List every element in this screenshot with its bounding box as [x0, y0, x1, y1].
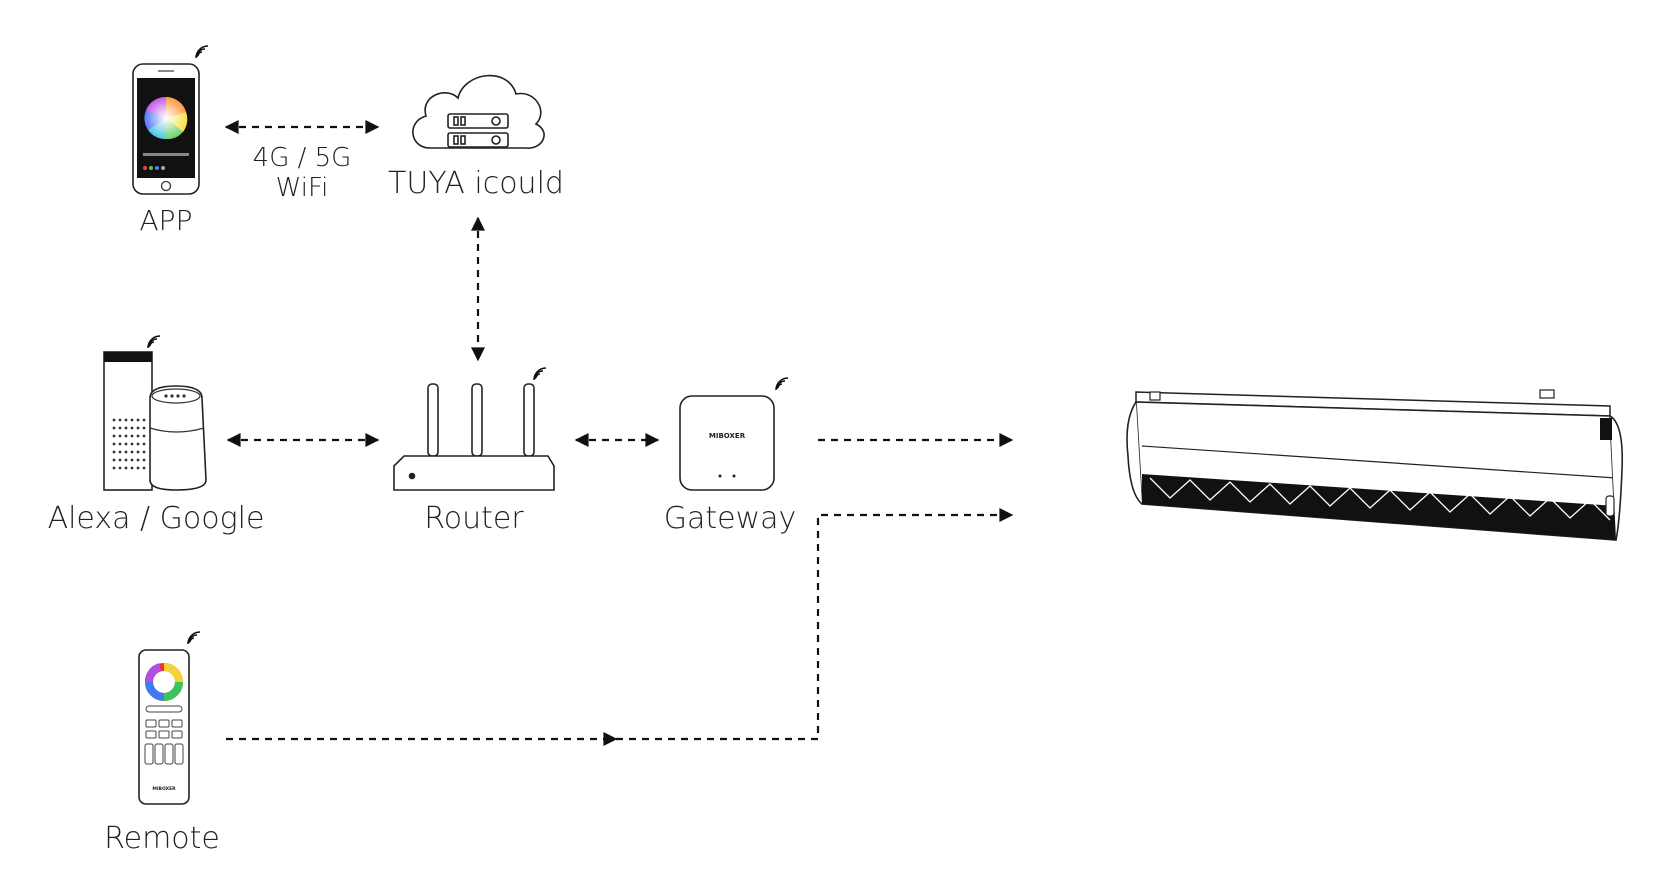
- node-gateway: MIBOXER Gateway: [664, 377, 797, 536]
- wireless-signal-icon: [533, 367, 547, 381]
- node-app: APP: [132, 45, 209, 237]
- wireless-signal-icon: [187, 631, 201, 645]
- gateway-icon: MIBOXER: [679, 395, 775, 491]
- node-light: [1126, 389, 1624, 541]
- cloud-label: TUYA icould: [388, 166, 564, 201]
- node-cloud: TUYA icould: [388, 74, 564, 201]
- link-label-app-cloud: 4G / 5G WiFi: [253, 143, 352, 203]
- link-label-line1: 4G / 5G: [253, 143, 352, 173]
- node-router: Router: [393, 367, 555, 536]
- link-remote-path-b: [616, 508, 1014, 741]
- smart-speaker-icon: [103, 351, 207, 491]
- linear-track-light-icon: [1126, 389, 1624, 541]
- remote-brand: MIBOXER: [152, 786, 176, 792]
- gateway-label: Gateway: [664, 501, 797, 536]
- router-label: Router: [424, 501, 524, 536]
- wireless-signal-icon: [147, 335, 161, 349]
- router-icon: [393, 383, 555, 491]
- link-label-line2: WiFi: [276, 173, 329, 203]
- assistant-label: Alexa / Google: [48, 501, 265, 536]
- app-label: APP: [140, 204, 193, 237]
- wireless-signal-icon: [195, 45, 209, 59]
- smartphone-icon: [132, 63, 200, 195]
- node-remote: MIBOXER Remote: [104, 631, 220, 856]
- cloud-server-icon: [412, 74, 545, 149]
- connections: [224, 120, 1014, 746]
- wireless-signal-icon: [775, 377, 789, 391]
- remote-control-icon: MIBOXER: [138, 649, 190, 805]
- remote-label: Remote: [104, 821, 220, 856]
- node-assistant: Alexa / Google: [48, 335, 265, 536]
- gateway-brand: MIBOXER: [709, 432, 746, 440]
